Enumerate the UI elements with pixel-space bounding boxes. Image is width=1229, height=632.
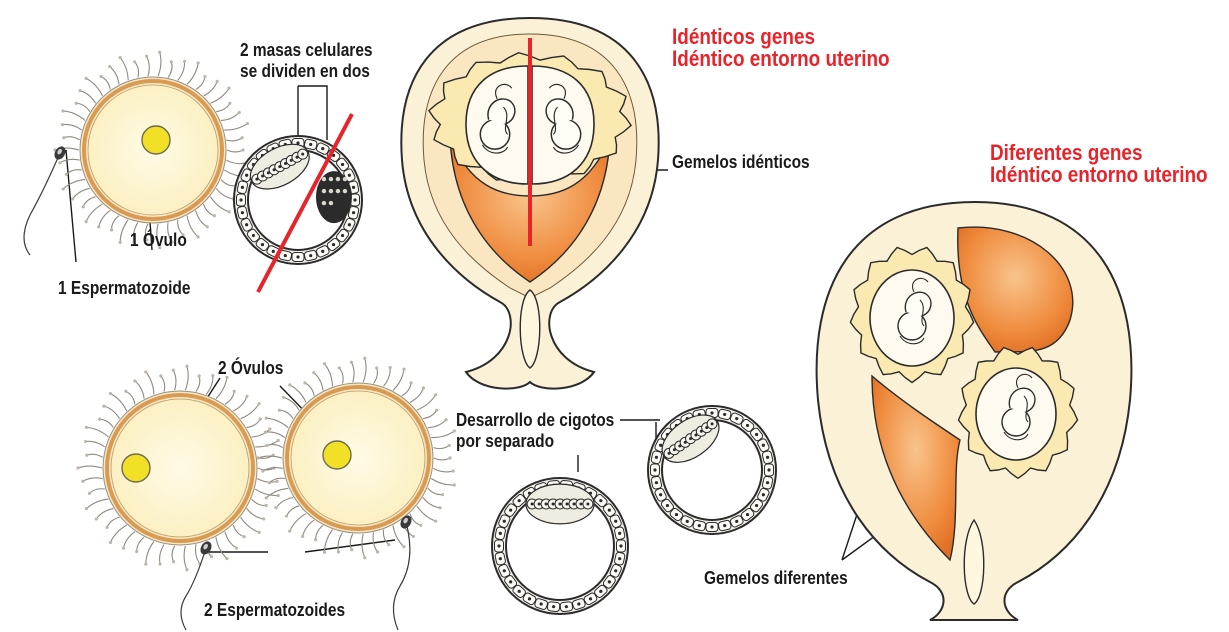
separate-dev-label-line-2: por separado — [456, 431, 554, 451]
illustration-layer — [24, 18, 1131, 630]
two-ova-label: 2 Óvulos — [218, 358, 283, 378]
cell-mass-label-line-1: 2 masas celulares — [240, 40, 373, 60]
different-twins-label: Gemelos diferentes — [704, 568, 848, 588]
one-sperm-label: 1 Espermatozoide — [58, 278, 190, 298]
nucleus-right — [323, 441, 351, 469]
blastocyst-icon-lower — [492, 478, 628, 614]
ovum-icon-left — [76, 365, 279, 572]
nucleus-single — [142, 126, 170, 154]
sperm-icon-right — [393, 513, 413, 630]
ovum-icon-right — [256, 357, 455, 560]
separate-dev-label-line-1: Desarrollo de cigotos — [456, 410, 614, 430]
nucleus-left — [122, 454, 150, 482]
blastocyst-icon-upper — [648, 405, 776, 534]
blastocyst-icon-dividing — [234, 135, 362, 264]
two-sperm-label: 2 Espermatozoides — [204, 600, 345, 620]
different-headline-line-1: Diferentes genes — [990, 142, 1142, 164]
uterus-icon-different — [817, 202, 1132, 620]
connector-one-sperm — [66, 150, 76, 262]
identical-headline-line-1: Idénticos genes — [672, 26, 815, 48]
connector-cell-mass — [298, 86, 327, 140]
one-ovum-label: 1 Óvulo — [130, 230, 187, 250]
sperm-icon-single — [24, 144, 68, 255]
different-headline-line-2: Idéntico entorno uterino — [990, 164, 1208, 186]
identical-headline-line-2: Idéntico entorno uterino — [672, 48, 890, 70]
cell-mass-label-line-2: se dividen en dos — [240, 61, 370, 81]
identical-twins-label: Gemelos idénticos — [672, 152, 810, 172]
